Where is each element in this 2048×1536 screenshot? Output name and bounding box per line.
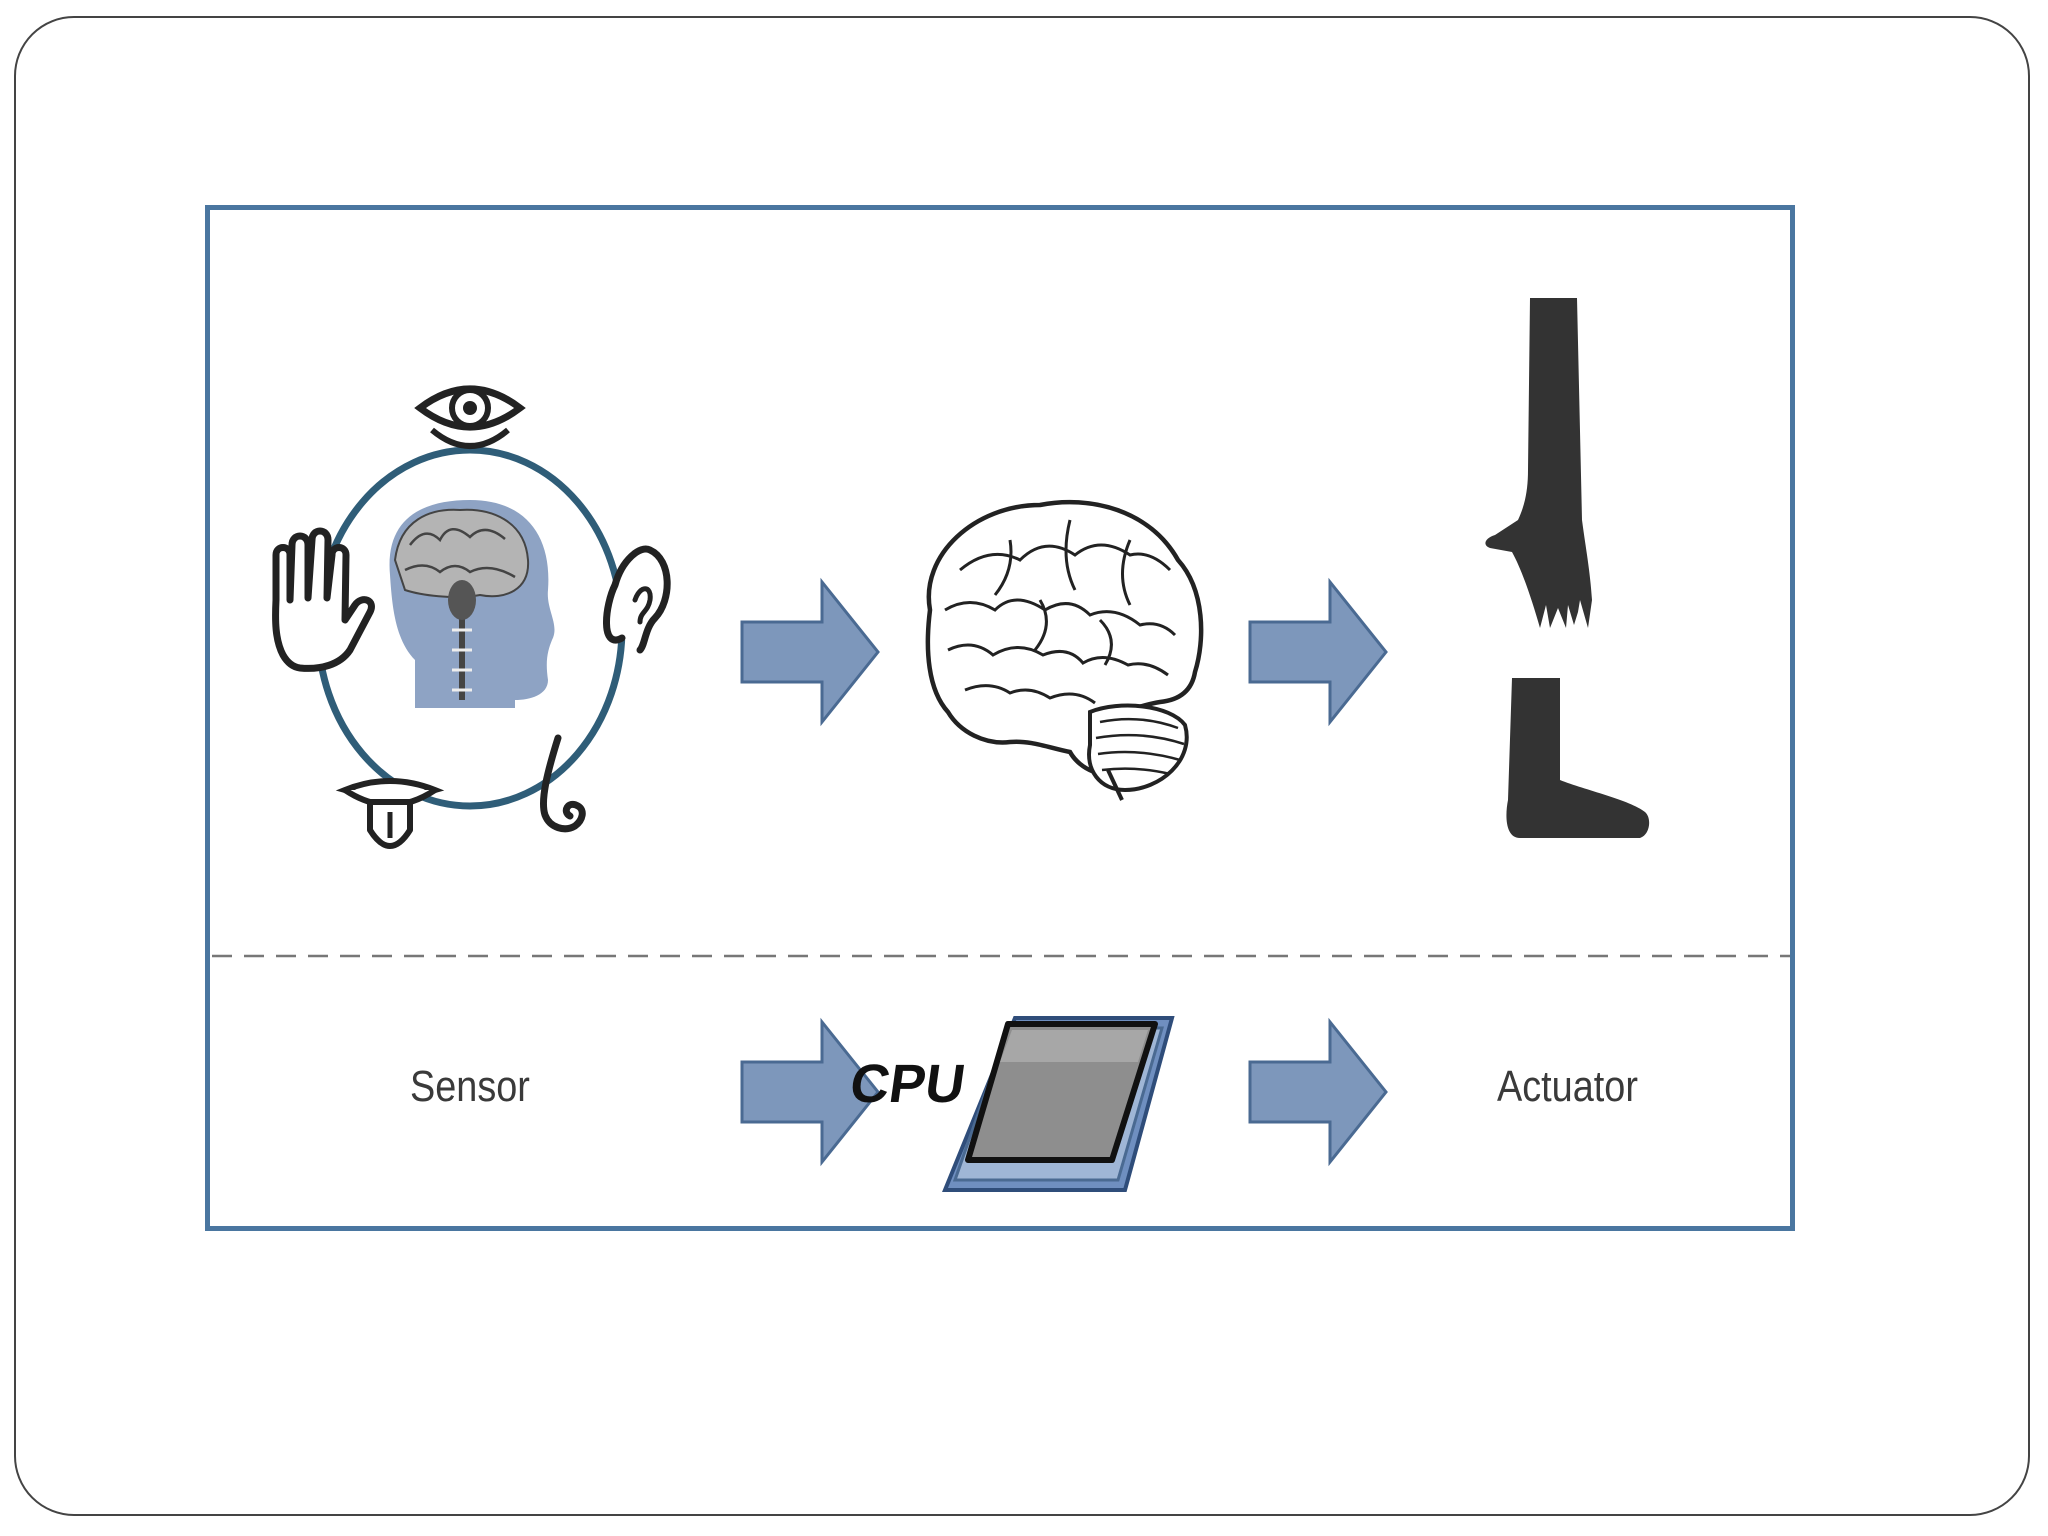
senses-cluster <box>272 385 671 849</box>
brain-icon <box>925 499 1204 801</box>
arrow-senses-to-brain <box>740 577 880 727</box>
cpu-chip-icon: CPU <box>846 1016 1175 1192</box>
foot-icon <box>1506 678 1650 838</box>
arrow-brain-to-limbs <box>1248 577 1388 727</box>
tongue-icon <box>335 778 445 849</box>
cpu-label: CPU <box>846 1054 968 1114</box>
hand-icon <box>272 527 375 672</box>
ear-icon <box>603 545 671 654</box>
nose-icon <box>539 734 586 833</box>
arrow-sensor-to-cpu <box>740 1017 880 1167</box>
sensor-label: Sensor <box>410 1062 530 1111</box>
eye-icon <box>414 385 526 449</box>
arrow-cpu-to-actuator <box>1248 1017 1388 1167</box>
head-brain-icon <box>389 500 555 708</box>
actuator-label: Actuator <box>1497 1062 1638 1111</box>
arm-hand-icon <box>1485 298 1592 628</box>
